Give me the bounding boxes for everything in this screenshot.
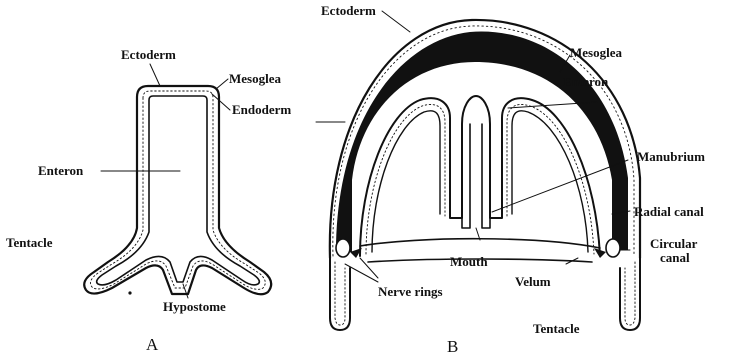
- panel-b-label: B: [447, 340, 458, 354]
- a-mesoglea-label: Mesoglea: [229, 72, 281, 86]
- polyp-endoderm-outline: [97, 96, 260, 285]
- right-circular-canal: [606, 239, 620, 257]
- a-enteron-label: Enteron: [38, 164, 83, 178]
- b-mouth-label: Mouth: [450, 255, 488, 269]
- b-tentacle-label: Tentacle: [533, 322, 579, 336]
- b-circular-canal-label-2: canal: [660, 251, 690, 265]
- b-mesoglea-label: Mesoglea: [570, 46, 622, 60]
- medusa-right-tentacle: [620, 258, 640, 330]
- polyp-figure: [84, 64, 271, 298]
- b-ectoderm-label: Ectoderm: [321, 4, 376, 18]
- left-circular-canal: [336, 239, 350, 257]
- a-endoderm-label: Endoderm: [232, 103, 291, 117]
- medusa-left-tentacle: [330, 258, 350, 330]
- medusa-enteron-lining: [372, 111, 440, 252]
- a-ectoderm-label: Ectoderm: [121, 48, 176, 62]
- b-manubrium-label: Manubrium: [637, 150, 705, 164]
- b-velum-label: Velum: [515, 275, 551, 289]
- b-circular-canal-label-1: Circular: [650, 237, 697, 251]
- b-enteron-label: Enteron: [563, 75, 608, 89]
- a-hypostome-label: Hypostome: [163, 300, 226, 314]
- panel-a-label: A: [146, 338, 158, 352]
- a-tentacle-label: Tentacle: [6, 236, 52, 250]
- b-radial-canal-label: Radial canal: [634, 205, 704, 219]
- medusa-subumbrella-outline: [360, 96, 600, 256]
- polyp-mesoglea-line: [90, 91, 265, 289]
- b-nerve-rings-label: Nerve rings: [378, 285, 443, 299]
